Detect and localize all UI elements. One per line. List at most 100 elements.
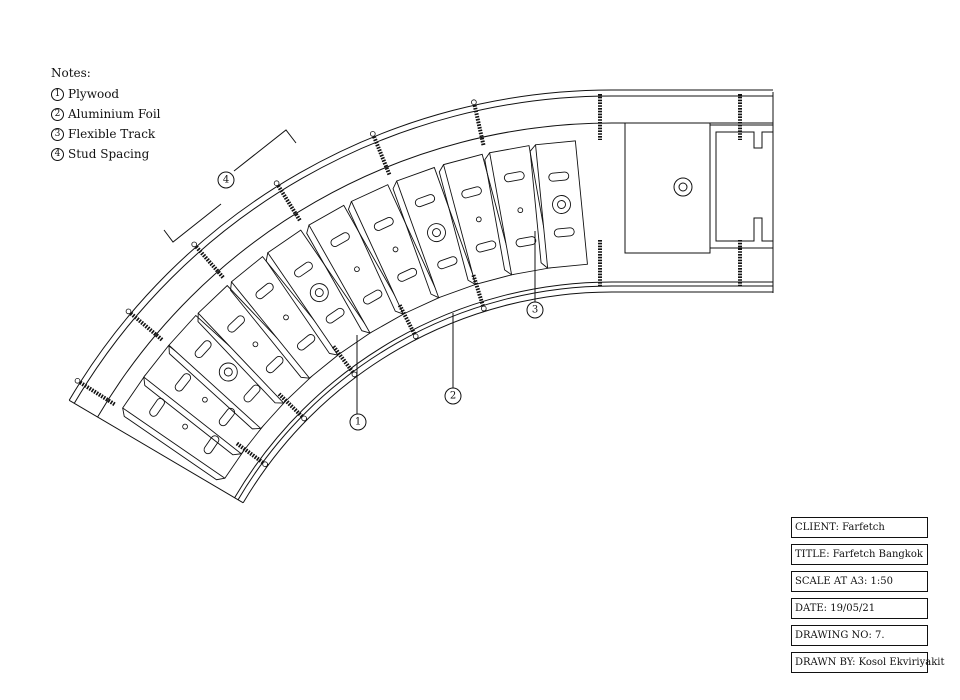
inner-skin-line: [242, 291, 773, 504]
note-number: 3: [51, 127, 64, 141]
studs: [122, 140, 588, 481]
stud: [484, 145, 552, 276]
note-item-aluminium-foil: 2 Aluminium Foil: [51, 104, 161, 124]
callout-circle-2: [444, 387, 462, 405]
title-block-scale: SCALE AT A3: 1:50: [791, 571, 928, 592]
stud-hole-small: [354, 266, 360, 273]
stud: [347, 184, 441, 315]
inner-screw: [277, 392, 308, 422]
title-block-date: DATE: 19/05/21: [791, 598, 928, 619]
inner-screw: [397, 304, 419, 340]
notes-title: Notes:: [51, 66, 91, 80]
callout-circles: [217, 171, 544, 431]
outer-track-line: [97, 122, 773, 418]
dimension-line-right: [233, 129, 297, 172]
stud: [265, 229, 372, 356]
stud-slot: [255, 282, 274, 300]
end-c-channel: [709, 124, 774, 249]
outer-screw-head: [369, 131, 376, 137]
callout-number-4: 4: [223, 175, 229, 186]
stud-slot: [330, 232, 350, 248]
stud-slot: [265, 356, 284, 374]
stud-flange: [143, 377, 242, 456]
screws: [74, 94, 742, 468]
note-label: Aluminium Foil: [68, 107, 161, 121]
note-item-stud-spacing: 4 Stud Spacing: [51, 144, 161, 164]
inner-screw: [235, 441, 269, 468]
inner-screw-head: [351, 371, 358, 378]
stud-flange: [230, 281, 310, 379]
stud-slot: [397, 267, 418, 282]
stud-slot: [548, 171, 570, 182]
stud: [122, 374, 249, 481]
stud-hole-inner: [314, 288, 324, 298]
inner-screw-head: [301, 415, 307, 422]
outer-screw: [129, 311, 165, 343]
outer-screw-head: [471, 99, 477, 105]
note-number: 4: [51, 147, 64, 161]
note-number: 1: [51, 87, 64, 101]
stud-hole-small: [475, 216, 482, 223]
inner-screw: [471, 274, 487, 312]
inner-screw-head: [412, 333, 419, 340]
inner-screw-head: [262, 461, 268, 468]
wall-outlines: [68, 89, 773, 504]
outer-screw-head: [125, 308, 132, 315]
callout-circle-1: [349, 413, 367, 431]
inner-foil-line: [237, 285, 773, 500]
stud: [197, 284, 314, 404]
stud-hole-inner: [557, 200, 566, 209]
stud-hole-small: [202, 396, 208, 403]
title-block-client: CLIENT: Farfetch: [791, 517, 928, 538]
inner-screw-head: [480, 305, 487, 312]
stud-flange: [347, 201, 404, 315]
stud-slot: [515, 236, 537, 248]
callout-number-2: 2: [450, 391, 456, 402]
stud-hole-small: [182, 423, 188, 430]
stud-flange: [438, 164, 476, 285]
outer-skin-line: [68, 89, 773, 401]
notes-legend: Notes: 1 Plywood 2 Aluminium Foil 3 Flex…: [51, 66, 161, 164]
stud-slot: [174, 373, 192, 392]
stud-hole-small: [392, 246, 399, 253]
straight-end-section: [624, 92, 774, 293]
callout-number-3: 3: [532, 305, 538, 316]
title-block: CLIENT: Farfetch TITLE: Farfetch Bangkok…: [791, 517, 944, 679]
stud-slot: [194, 340, 212, 359]
stud-slot: [461, 186, 482, 199]
leader-lines: [163, 129, 536, 414]
stud: [306, 204, 406, 334]
stud-flange: [265, 252, 338, 356]
outer-screw: [194, 245, 226, 280]
stud-flange: [197, 313, 284, 404]
stud-slot: [218, 407, 236, 427]
outer-screw: [276, 184, 303, 223]
stud-slot: [297, 334, 316, 351]
inner-track-line: [234, 281, 773, 498]
stud-slot: [414, 194, 436, 208]
outer-screw-head: [191, 241, 198, 248]
end-stud-panel: [624, 122, 711, 254]
stud: [143, 345, 267, 456]
stud-hole-small: [252, 341, 259, 348]
stud-hole-inner: [432, 228, 441, 238]
note-item-plywood: 1 Plywood: [51, 84, 161, 104]
outer-screw: [79, 380, 117, 407]
stud-slot: [373, 217, 394, 231]
title-block-drawing-no: DRAWING NO: 7.: [791, 625, 928, 646]
stud: [392, 166, 477, 299]
wall-start-cap: [68, 399, 244, 504]
stud-flange: [529, 144, 548, 269]
stud-slot: [203, 435, 220, 455]
stud: [230, 255, 342, 379]
end-stud-hole-outer: [673, 177, 693, 197]
stud-flange: [392, 180, 439, 299]
note-label: Plywood: [68, 87, 120, 101]
title-block-drawn-by: DRAWN BY: Kosol Ekviriyakit: [791, 652, 944, 673]
stud-slot: [227, 315, 245, 333]
outer-plywood-line: [73, 95, 773, 404]
stud-slot: [294, 261, 313, 278]
note-label: Flexible Track: [68, 127, 156, 141]
stud-flange: [168, 345, 261, 430]
